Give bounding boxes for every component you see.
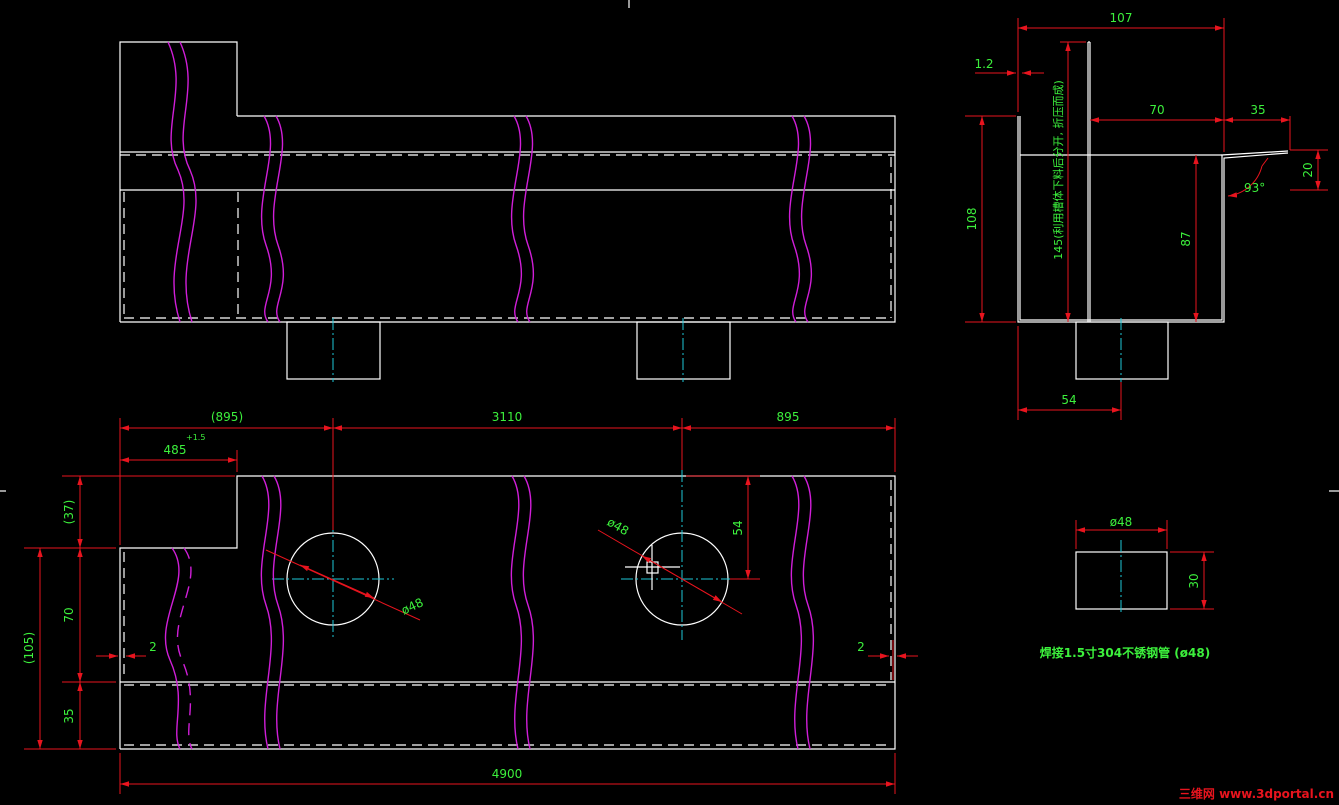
side-dimensions: [965, 18, 1328, 420]
dim-inner-width: 70: [1149, 103, 1164, 117]
dim-pipe-dia: ø48: [1110, 515, 1133, 529]
dim-h37: (37): [62, 500, 76, 525]
plan-dimensions: [24, 418, 918, 794]
plan-view: [119, 470, 896, 750]
dim-h35: 35: [62, 708, 76, 723]
dim-hole-offset: 54: [731, 520, 745, 535]
dim-pipe-offset: 54: [1061, 393, 1076, 407]
dim-side-note: 145(利用槽体下料后分开, 折压而成): [1051, 80, 1065, 260]
weld-note: 焊接1.5寸304不锈钢管 (ø48): [1040, 645, 1210, 660]
dim-total-length: 4900: [492, 767, 523, 781]
dim-left-span: (895): [211, 410, 243, 424]
dim-thickness: 1.2: [974, 57, 993, 71]
dim-h105: (105): [22, 632, 36, 664]
side-view: [1017, 41, 1289, 382]
dim-pipe-height: 30: [1187, 573, 1201, 588]
dim-lip-height: 20: [1301, 162, 1315, 177]
front-view: [119, 41, 896, 382]
side-dimension-texts: 107 1.2 70 35 20 93° 108 87 145(利用槽体下料后分…: [965, 11, 1315, 407]
dim-mid-span: 3110: [492, 410, 523, 424]
dim-hole-dia-2: ø48: [605, 515, 632, 538]
dim-edge-left: 2: [149, 640, 157, 654]
dim-total-height: 108: [965, 208, 979, 231]
dim-left-step: 485: [164, 443, 187, 457]
dim-left-step-tol: +1.5: [186, 433, 205, 442]
dim-angle: 93°: [1244, 181, 1265, 195]
dim-h70: 70: [62, 607, 76, 622]
screen-marks: [0, 0, 1339, 492]
dim-lip-width: 35: [1250, 103, 1265, 117]
dim-hole-dia-1: ø48: [399, 595, 425, 617]
dim-edge-right: 2: [857, 640, 865, 654]
dim-right-span: 895: [777, 410, 800, 424]
dim-top-width: 107: [1110, 11, 1133, 25]
plan-dimension-texts: (895) 3110 895 485 +1.5 (37) 70 (105) 35…: [22, 410, 865, 781]
watermark: 三维网 www.3dportal.cn: [1179, 786, 1334, 801]
pipe-detail: ø48 30 焊接1.5寸304不锈钢管 (ø48): [1040, 515, 1214, 660]
dim-inner-height: 87: [1179, 231, 1193, 246]
